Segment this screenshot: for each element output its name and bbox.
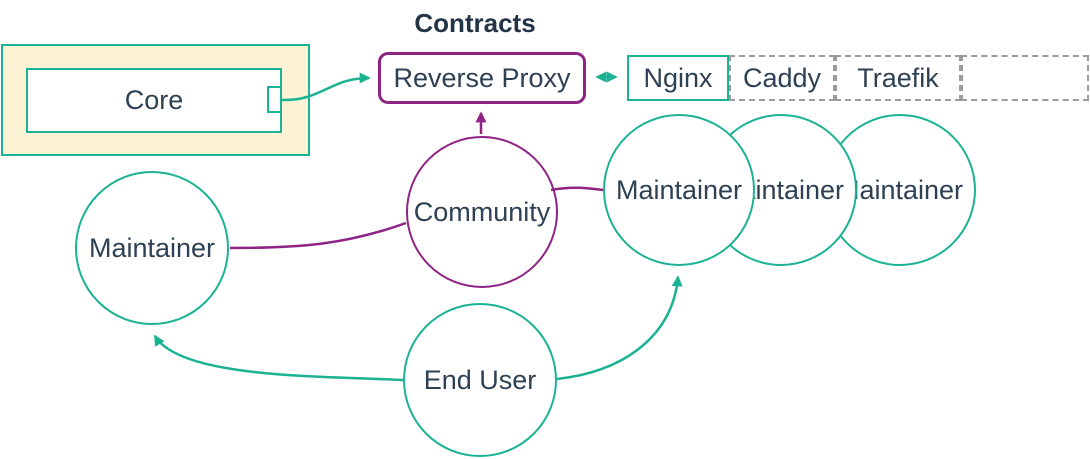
traefik-label: Traefik xyxy=(857,62,939,93)
proxy-option-traefik: Traefik xyxy=(835,55,961,101)
core-label: Core xyxy=(124,85,184,115)
node-community: Community xyxy=(406,136,558,288)
edge-end-user-to-maintainer-right xyxy=(556,275,683,381)
maintainer-right-3-label: Maintainer xyxy=(836,174,964,205)
edge-community-to-maintainer-left xyxy=(229,221,407,250)
node-end-user: End User xyxy=(403,303,557,457)
reverse-proxy-label: Reverse Proxy xyxy=(393,62,571,93)
proxy-option-caddy: Caddy xyxy=(729,55,835,101)
maintainer-right-1-label: Maintainer xyxy=(615,174,743,205)
node-maintainer-left: Maintainer xyxy=(75,171,229,325)
community-label: Community xyxy=(413,196,551,227)
edge-end-user-to-maintainer-left xyxy=(153,334,404,382)
caddy-label: Caddy xyxy=(742,62,822,93)
node-core: Core xyxy=(26,68,282,133)
core-port xyxy=(267,86,282,113)
proxy-option-empty xyxy=(961,55,1089,101)
end-user-label: End User xyxy=(423,364,537,395)
nginx-label: Nginx xyxy=(643,62,713,93)
maintainer-left-label: Maintainer xyxy=(88,232,216,263)
proxy-option-nginx: Nginx xyxy=(627,55,729,101)
node-reverse-proxy: Reverse Proxy xyxy=(378,52,586,104)
diagram-title: Contracts xyxy=(414,7,536,38)
node-maintainer-right-1: Maintainer xyxy=(603,114,755,266)
edge-community-to-maintainer-right xyxy=(550,186,604,192)
